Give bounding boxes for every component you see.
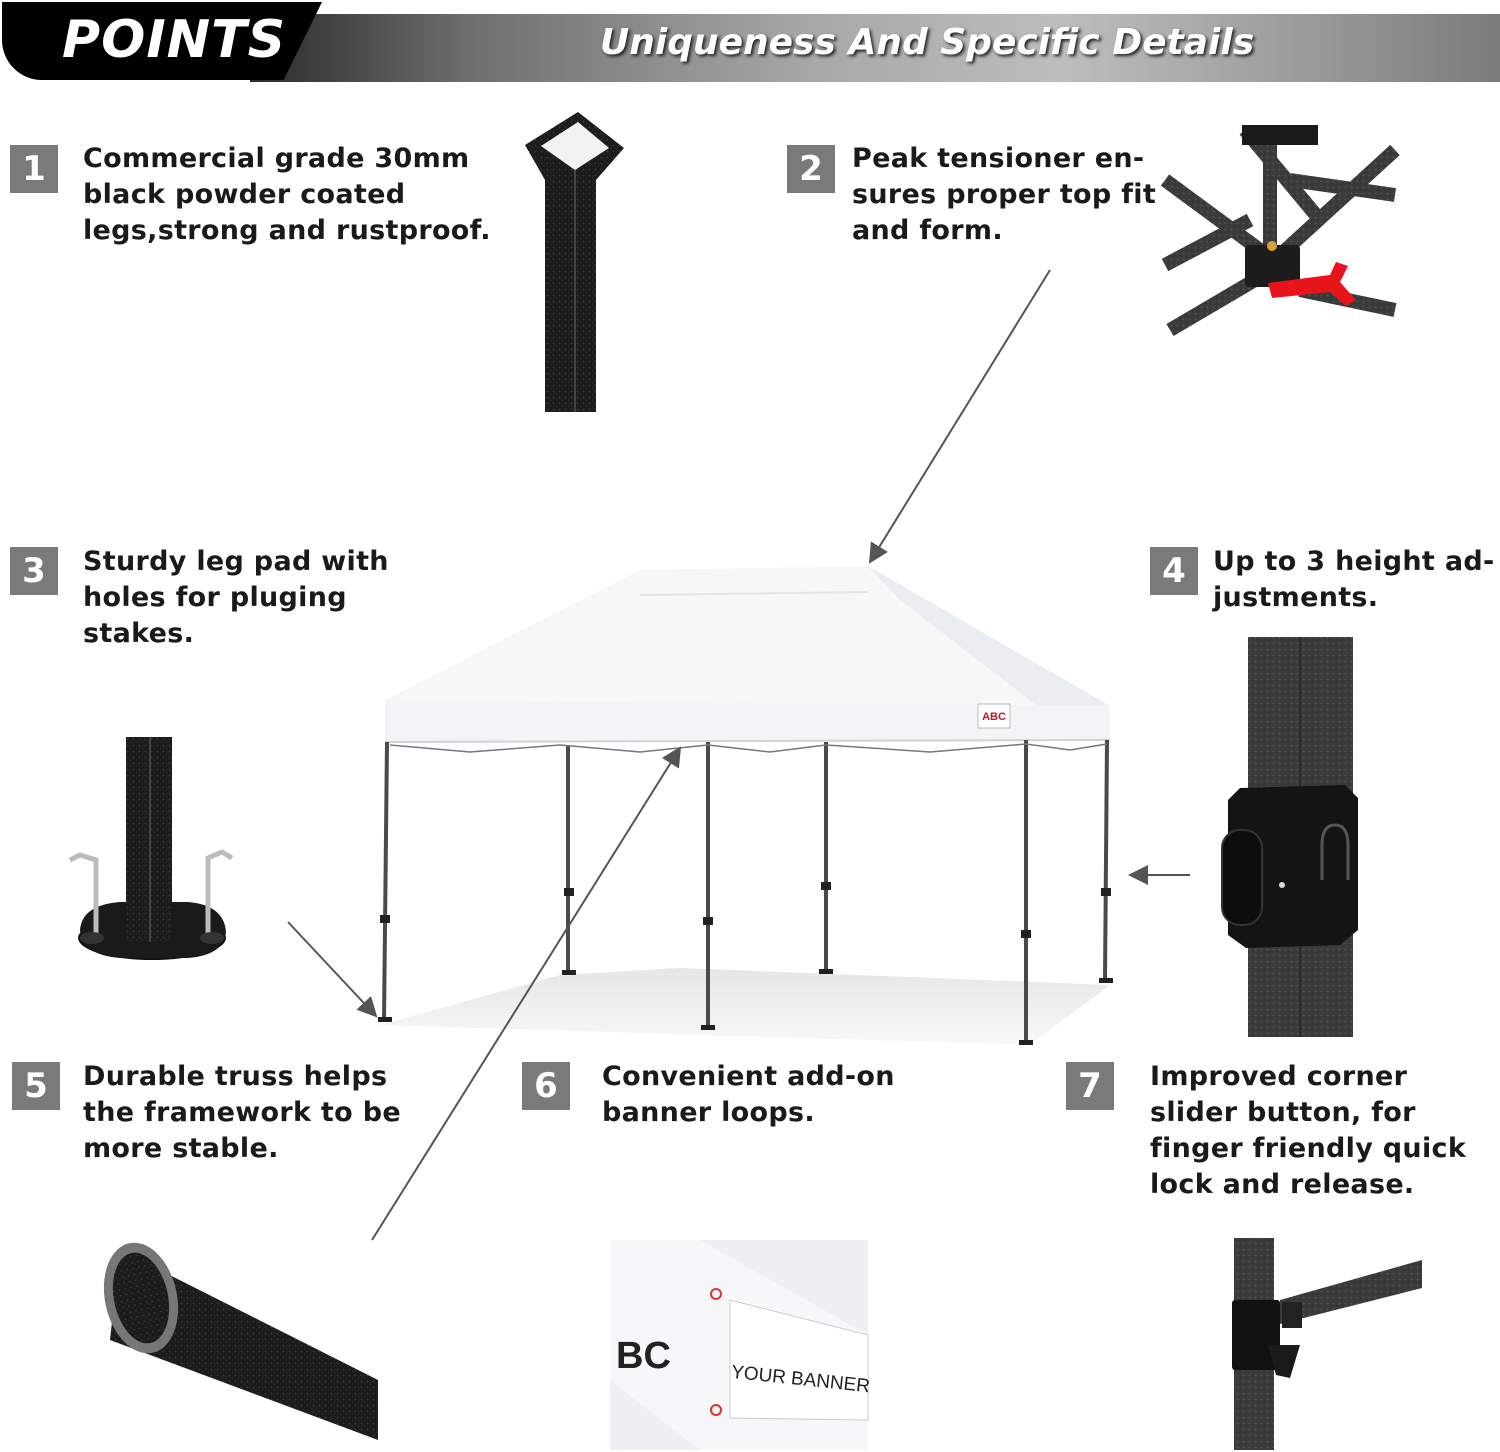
header-points-tab [2, 2, 322, 80]
leg-pad-icon [68, 737, 234, 960]
peak-tensioner-icon [1160, 125, 1400, 337]
arrow-5 [371, 746, 682, 1241]
feature-6-badge: 6 [522, 1062, 570, 1110]
canopy-logo: ABC [982, 711, 1006, 723]
truss-tube-icon [103, 1242, 378, 1440]
feature-4-badge: 4 [1150, 547, 1198, 595]
banner-loop-icon: YOUR BANNER BC [610, 1240, 871, 1450]
canopy-tent: ABC [378, 566, 1113, 1045]
height-slider-icon [1221, 637, 1358, 1037]
feature-7-badge: 7 [1066, 1062, 1114, 1110]
arrow-3 [287, 921, 378, 1018]
header-subtitle: Uniqueness And Specific Details [600, 22, 1255, 63]
points-title: POINTS [62, 10, 287, 70]
header-bar: POINTS Uniqueness And Specific Details [0, 0, 1500, 86]
feature-2-badge: 2 [787, 145, 835, 193]
corner-slider-icon [1232, 1238, 1422, 1450]
feature-4-text: Up to 3 height ad-justments. [1213, 546, 1495, 613]
leg-tube-icon [525, 112, 624, 412]
feature-1-badge: 1 [10, 145, 58, 193]
banner-logo-fragment: BC [616, 1335, 671, 1377]
arrow-2 [868, 269, 1051, 564]
feature-5-badge: 5 [12, 1062, 60, 1110]
feature-3-badge: 3 [10, 547, 58, 595]
header-gradient-band [250, 14, 1500, 82]
